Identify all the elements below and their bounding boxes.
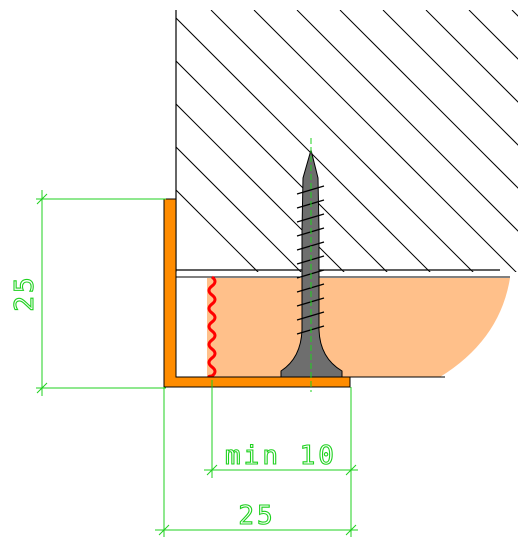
wall-hatching [176,10,518,272]
hatch-line [468,10,518,60]
dimension-label-width: 25 [238,501,275,531]
hatch-line [176,17,431,272]
hatch-line [296,10,518,232]
dimension-label-min: min 10 [225,441,337,471]
screw-thread [296,311,325,321]
hatch-line [253,10,517,272]
dimension-min-screw-distance: min 10 [204,380,358,478]
dimension-profile-height: 25 [9,190,166,396]
board-panel [207,278,510,377]
screw-thread [296,213,325,223]
hatch-line [339,10,518,189]
hatch-line [382,10,518,146]
hatch-line [176,146,302,272]
hatch-line [210,10,474,272]
dimension-profile-width: 25 [155,387,358,537]
hatch-line [425,10,518,103]
hatch-line [176,189,259,272]
screw-thread [296,185,325,195]
hatched-wall-section [175,10,518,272]
hatch-line [511,10,518,17]
dimension-label-height: 25 [10,274,40,311]
wavy-cut-edge [207,275,217,379]
hatch-line [176,60,388,272]
